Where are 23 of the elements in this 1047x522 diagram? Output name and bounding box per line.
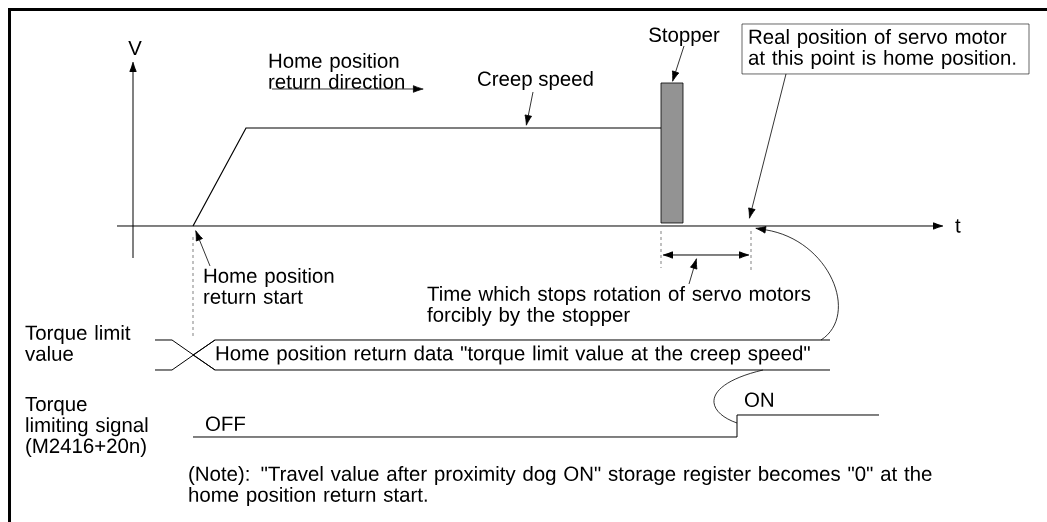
state-label: ON bbox=[744, 392, 773, 407]
leader-line bbox=[672, 45, 685, 82]
velocity-waveform bbox=[192, 127, 662, 227]
callout-label: Time which stops rotation of servo motors forcibly by the stopper bbox=[427, 286, 811, 326]
callout-label: Stopper bbox=[649, 27, 720, 46]
state-label: OFF bbox=[206, 416, 246, 431]
leader-line bbox=[748, 73, 787, 219]
stopper-bar bbox=[660, 82, 684, 224]
leader-line bbox=[524, 91, 534, 126]
leader-line bbox=[688, 258, 698, 285]
axis-label: V bbox=[128, 40, 142, 55]
curved-line bbox=[713, 369, 764, 424]
callout-label: Creep speed bbox=[478, 70, 593, 90]
direction-label: Home position return direction bbox=[269, 53, 404, 89]
curved-arrow bbox=[755, 226, 839, 341]
signal-label: Torque limit value bbox=[25, 325, 131, 361]
axis-label: t bbox=[955, 219, 961, 233]
callout-label: Home position return start bbox=[204, 268, 334, 304]
torque-value-band: Home position return data "torque limit value at the creep speed" bbox=[192, 339, 831, 371]
signal-label: Torque limiting signal (M2416+20n) bbox=[25, 397, 148, 458]
leader-line bbox=[195, 230, 211, 267]
callout-box: Real position of servo motor at this point is home position. bbox=[741, 23, 1030, 75]
note-text: (Note): "Travel value after proximity dog ON" storage register becomes "0" at the home position return start. bbox=[189, 466, 932, 506]
